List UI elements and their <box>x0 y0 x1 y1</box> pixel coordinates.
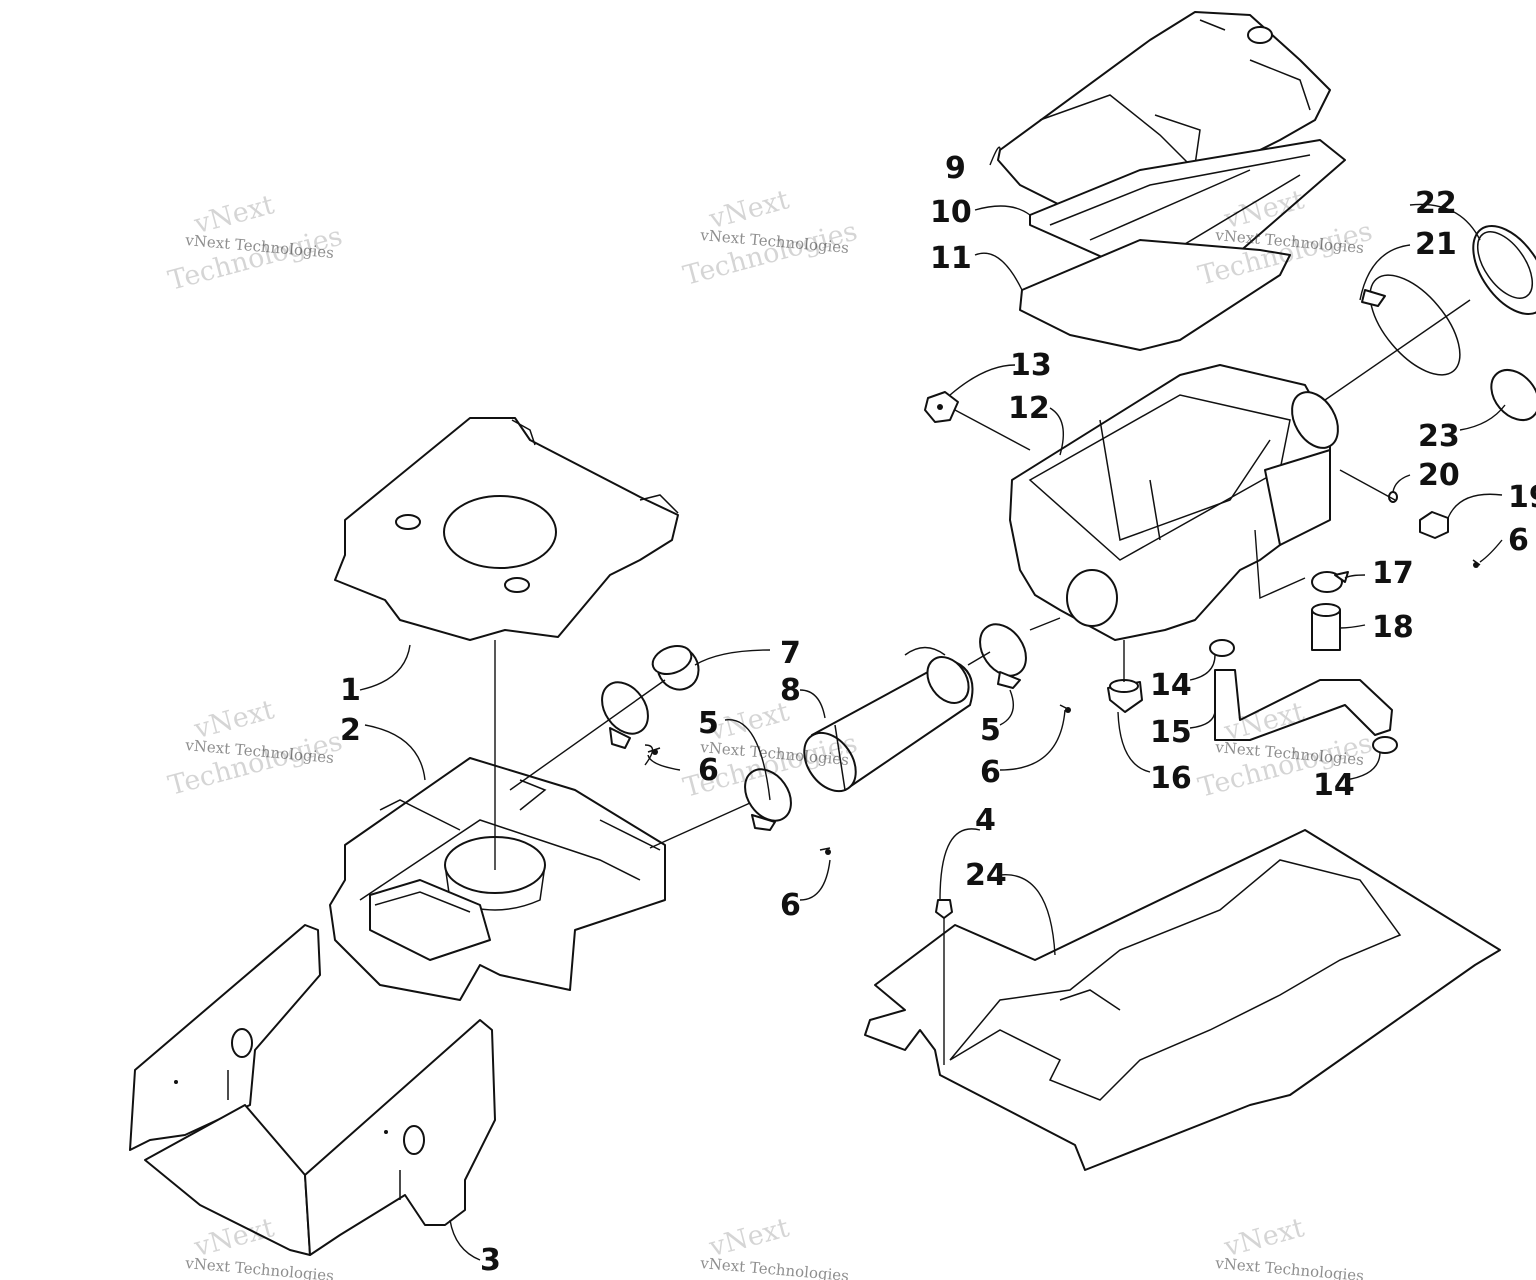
callout-10: 10 <box>930 195 972 230</box>
callout-22: 22 <box>1415 186 1457 221</box>
callout-16: 16 <box>1150 761 1192 796</box>
callout-9: 9 <box>945 151 966 186</box>
part-3-heat-shield <box>129 924 496 1256</box>
callout-6-right: 6 <box>980 755 1001 790</box>
part-2-intake-tray <box>329 757 666 1001</box>
callout-19: 19 <box>1508 480 1536 515</box>
part-4-push-rivet <box>935 899 953 1065</box>
svg-text:vNext: vNext <box>1220 1212 1307 1263</box>
svg-text:vNext: vNext <box>705 184 792 235</box>
part-9-airbox-lid <box>997 11 1331 216</box>
callout-18: 18 <box>1372 610 1414 645</box>
part-12-airbox-body <box>1009 364 1339 641</box>
part-14-hose-clamps <box>1209 639 1398 754</box>
callout-11: 11 <box>930 241 972 276</box>
callout-5-right: 5 <box>980 713 1001 748</box>
callout-13: 13 <box>1010 348 1052 383</box>
callout-4: 4 <box>975 803 996 838</box>
part-17-clamp <box>1311 571 1349 593</box>
part-6-screws <box>647 559 1481 855</box>
svg-text:vNext: vNext <box>190 189 277 240</box>
part-8-intake-tube <box>803 646 974 793</box>
callout-23: 23 <box>1418 419 1460 454</box>
part-19-fitting <box>1419 511 1449 539</box>
callout-15: 15 <box>1150 715 1192 750</box>
svg-text:vNext: vNext <box>705 696 792 747</box>
callout-3: 3 <box>480 1243 501 1278</box>
part-21-clamp <box>1361 274 1461 376</box>
leader-lines <box>359 146 1506 1261</box>
svg-text:vNext: vNext <box>705 1212 792 1263</box>
part-16-valve <box>1107 679 1143 713</box>
callout-6-left: 6 <box>698 753 719 788</box>
callout-21: 21 <box>1415 227 1457 262</box>
callout-6-far-right: 6 <box>1508 523 1529 558</box>
callout-7: 7 <box>780 636 801 671</box>
callout-5-left: 5 <box>698 706 719 741</box>
part-22-boot <box>1472 225 1536 315</box>
part-5-clamp-right <box>979 623 1027 689</box>
part-5-clamp-middle <box>744 768 792 831</box>
part-24-floor-panel <box>864 829 1501 1171</box>
callout-20: 20 <box>1418 458 1460 493</box>
callout-6-middle: 6 <box>780 888 801 923</box>
part-15-drain-hose <box>1214 669 1393 741</box>
svg-text:vNext: vNext <box>190 694 277 745</box>
callout-12: 12 <box>1008 391 1050 426</box>
callout-1: 1 <box>340 673 361 708</box>
callout-24: 24 <box>965 858 1007 893</box>
part-5-clamp-left <box>601 681 649 749</box>
callout-17: 17 <box>1372 556 1414 591</box>
callout-14-lower: 14 <box>1313 768 1355 803</box>
part-1-cover-plate <box>334 417 679 641</box>
part-7-coupler <box>651 644 700 691</box>
callout-2: 2 <box>340 713 361 748</box>
part-11-filter <box>1019 239 1291 351</box>
callout-8: 8 <box>780 673 801 708</box>
part-18-plug <box>1311 603 1341 651</box>
callout-labels: 1 2 3 4 5 5 6 6 6 6 7 8 9 10 11 12 13 14… <box>340 151 1536 1278</box>
part-13-clip <box>924 391 959 423</box>
callout-14-upper: 14 <box>1150 668 1192 703</box>
